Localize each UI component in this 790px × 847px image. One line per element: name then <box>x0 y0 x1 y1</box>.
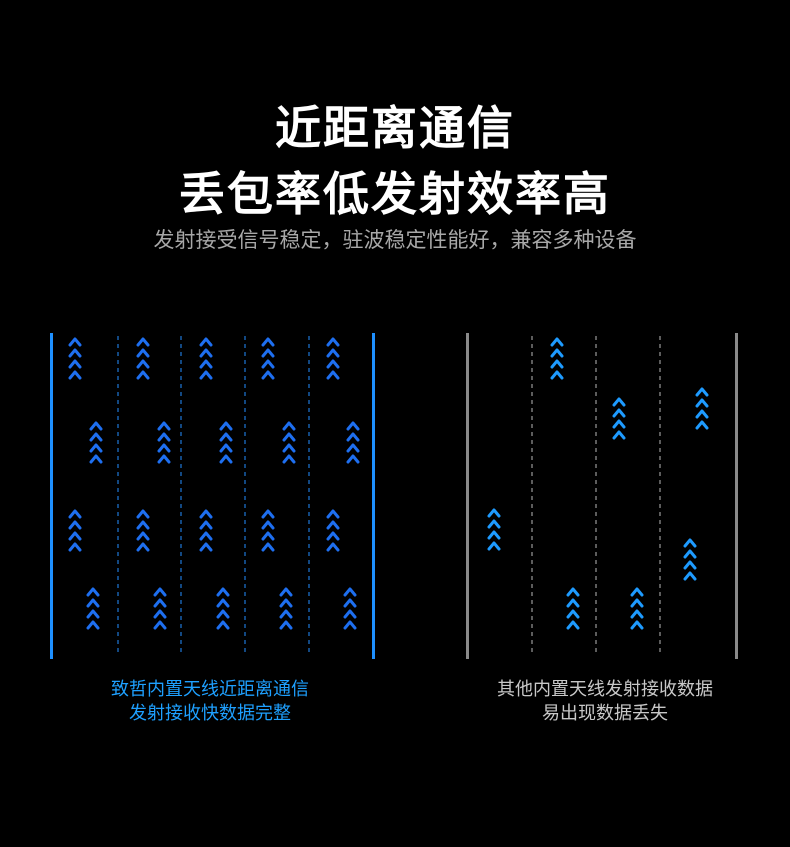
chevron-stack-icon <box>219 421 233 464</box>
chevron-stack-icon <box>279 587 293 630</box>
heading-line-1: 近距离通信 <box>275 101 515 155</box>
chevron-stack-icon <box>89 421 103 464</box>
chevron-stack-icon <box>612 397 626 440</box>
chevron-stack-icon <box>487 508 501 551</box>
chevron-stack-icon <box>282 421 296 464</box>
chevron-stack-icon <box>343 587 357 630</box>
chevron-stack-icon <box>199 509 213 552</box>
chevron-stack-icon <box>216 587 230 630</box>
chevron-stack-icon <box>326 509 340 552</box>
chevron-stack-icon <box>261 337 275 380</box>
right-panel-border-right <box>735 333 738 659</box>
chevron-stack-icon <box>199 337 213 380</box>
chevron-stack-icon <box>153 587 167 630</box>
left-caption-line-1: 致哲内置天线近距离通信 <box>111 679 309 700</box>
heading-line-2: 丢包率低发射效率高 <box>179 167 611 221</box>
chevron-stack-icon <box>86 587 100 630</box>
right-panel-border-left <box>466 333 469 659</box>
chevron-stack-icon <box>136 337 150 380</box>
chevron-stack-icon <box>261 509 275 552</box>
chevron-stack-icon <box>136 509 150 552</box>
chevron-stack-icon <box>683 538 697 581</box>
chevron-stack-icon <box>68 509 82 552</box>
chevron-stack-icon <box>157 421 171 464</box>
chevron-stack-icon <box>695 387 709 430</box>
chevron-stack-icon <box>346 421 360 464</box>
chevron-stack-icon <box>326 337 340 380</box>
left-panel-border-right <box>372 333 375 659</box>
left-panel-border-left <box>50 333 53 659</box>
right-caption: 其他内置天线发射接收数据 易出现数据丢失 <box>450 678 760 726</box>
right-caption-line-2: 易出现数据丢失 <box>542 703 668 724</box>
chevron-stack-icon <box>566 587 580 630</box>
chevron-stack-icon <box>550 337 564 380</box>
right-caption-line-1: 其他内置天线发射接收数据 <box>497 679 713 700</box>
chevron-stack-icon <box>630 587 644 630</box>
left-caption: 致哲内置天线近距离通信 发射接收快数据完整 <box>60 678 360 726</box>
chevron-stack-icon <box>68 337 82 380</box>
subtitle: 发射接受信号稳定，驻波稳定性能好，兼容多种设备 <box>153 228 637 252</box>
left-caption-line-2: 发射接收快数据完整 <box>129 703 291 724</box>
